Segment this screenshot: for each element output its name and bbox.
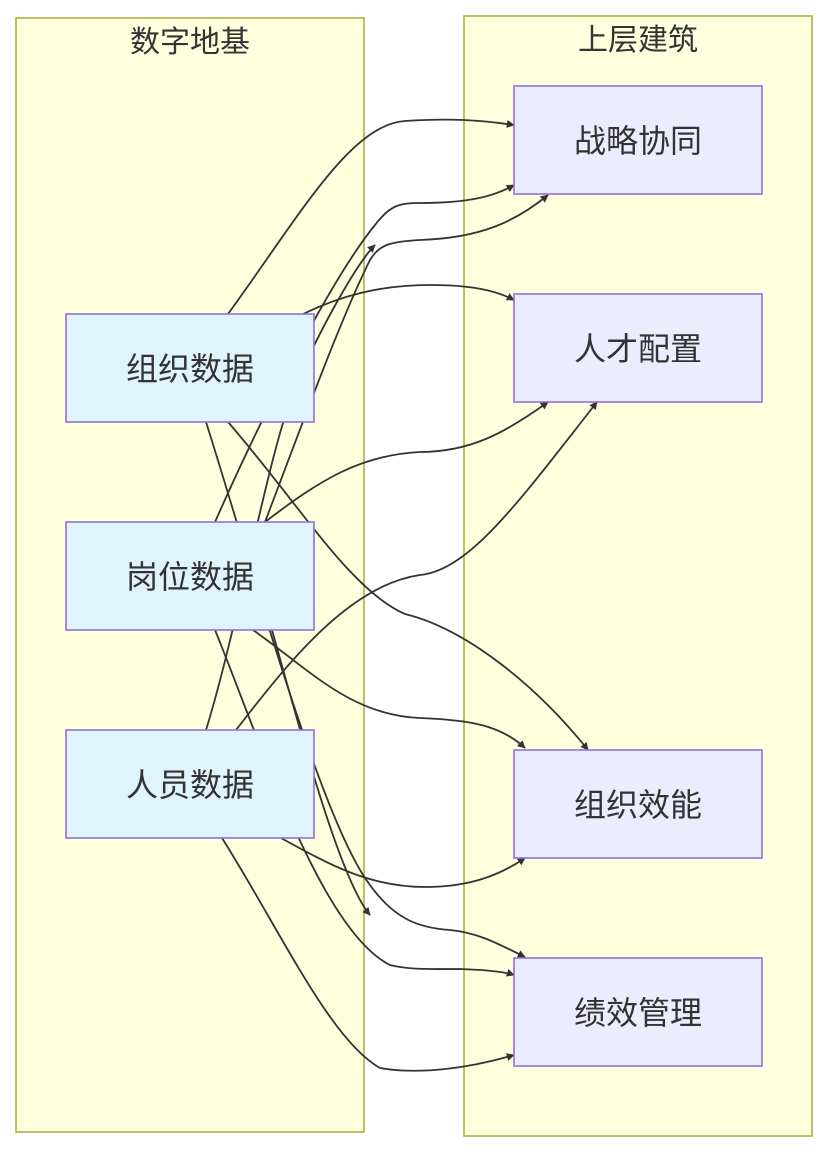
node-performance[interactable]: 绩效管理 <box>513 957 763 1067</box>
edge-person-to-effectiveness <box>280 837 526 888</box>
edge-org-to-strategy <box>227 118 515 315</box>
node-strategy[interactable]: 战略协同 <box>513 85 763 195</box>
node-performance-label: 绩效管理 <box>574 994 702 1032</box>
cluster-superstructure-title: 上层建筑 <box>578 23 698 58</box>
edge-org-to-effectiveness <box>227 421 589 751</box>
node-strategy-label: 战略协同 <box>574 122 702 160</box>
node-post-data-box[interactable] <box>65 521 315 631</box>
node-effectiveness-box[interactable] <box>513 749 763 859</box>
node-talent-label: 人才配置 <box>574 330 702 368</box>
node-post-data-label: 岗位数据 <box>126 558 254 596</box>
edge-post-to-talent <box>264 401 549 523</box>
node-effectiveness-label: 组织效能 <box>574 786 702 824</box>
cluster-superstructure-box <box>463 15 813 1137</box>
node-person-data-label: 人员数据 <box>126 766 254 804</box>
cluster-superstructure: 上层建筑 <box>463 15 813 1137</box>
edge-post-to-effectiveness <box>252 629 526 749</box>
cluster-foundation-title: 数字地基 <box>130 25 250 60</box>
node-strategy-box[interactable] <box>513 85 763 195</box>
node-person-data[interactable]: 人员数据 <box>65 729 315 839</box>
node-person-data-box[interactable] <box>65 729 315 839</box>
edge-person-to-performance-a <box>271 629 371 916</box>
node-org-data-box[interactable] <box>65 313 315 423</box>
edge-person-to-performance-b <box>221 837 515 1072</box>
node-talent[interactable]: 人才配置 <box>513 293 763 403</box>
edge-org-to-talent <box>302 284 515 315</box>
node-post-data[interactable]: 岗位数据 <box>65 521 315 631</box>
node-org-data[interactable]: 组织数据 <box>65 313 315 423</box>
edge-person-to-talent <box>235 401 598 731</box>
node-org-data-label: 组织数据 <box>126 350 254 388</box>
node-effectiveness[interactable]: 组织效能 <box>513 749 763 859</box>
node-talent-box[interactable] <box>513 293 763 403</box>
node-performance-box[interactable] <box>513 957 763 1067</box>
